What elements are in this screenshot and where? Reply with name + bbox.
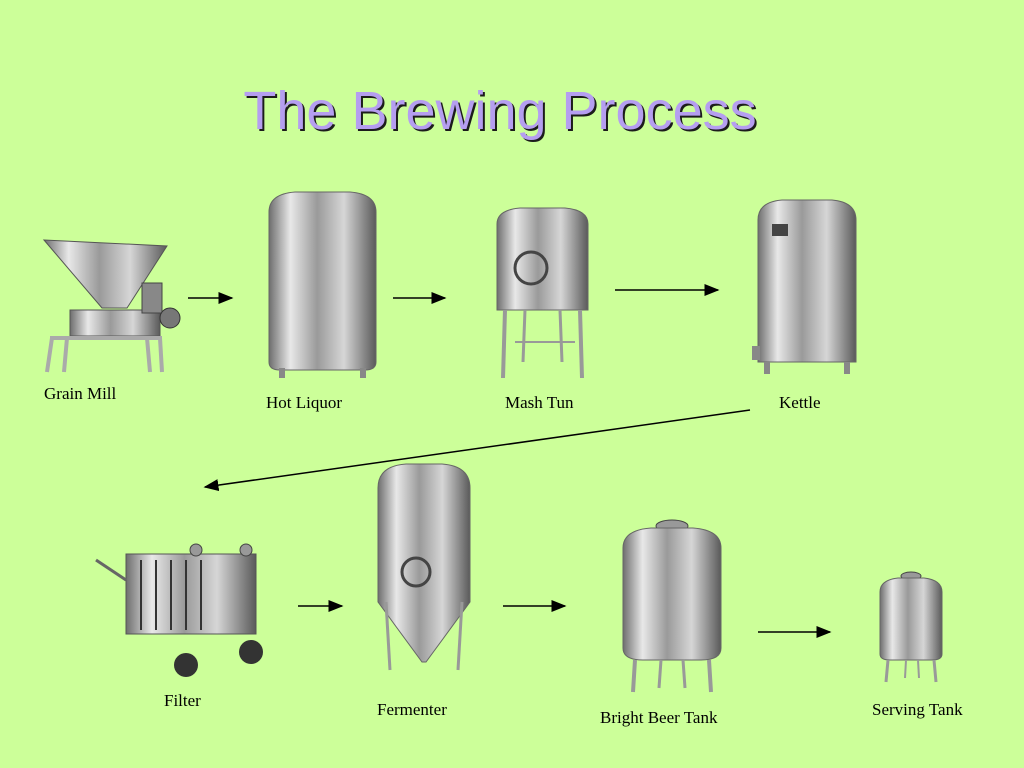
- fermenter-icon: [377, 463, 471, 671]
- kettle-icon: [752, 199, 857, 374]
- equipment-label-mash-tun: Mash Tun: [505, 393, 574, 412]
- equipment-label-hot-liquor: Hot Liquor: [266, 393, 343, 412]
- page-title: The Brewing Process: [243, 81, 757, 141]
- flow-arrow-kettle-to-filter: [203, 409, 751, 492]
- equipment-label-serving-tank: Serving Tank: [872, 700, 963, 719]
- equipment-label-bright-beer-tank: Bright Beer Tank: [600, 708, 718, 727]
- filter-icon: [95, 543, 263, 677]
- equipment-label-fermenter: Fermenter: [377, 700, 447, 719]
- bright-beer-tank-icon: [622, 519, 722, 693]
- mash-tun-icon: [496, 207, 589, 379]
- equipment-label-grain-mill: Grain Mill: [44, 384, 117, 403]
- equipment-label-kettle: Kettle: [779, 393, 821, 412]
- hot-liquor-tank-icon: [268, 191, 377, 378]
- equipment-label-filter: Filter: [164, 691, 201, 710]
- grain-mill-icon: [42, 239, 181, 373]
- serving-tank-icon: [879, 571, 943, 683]
